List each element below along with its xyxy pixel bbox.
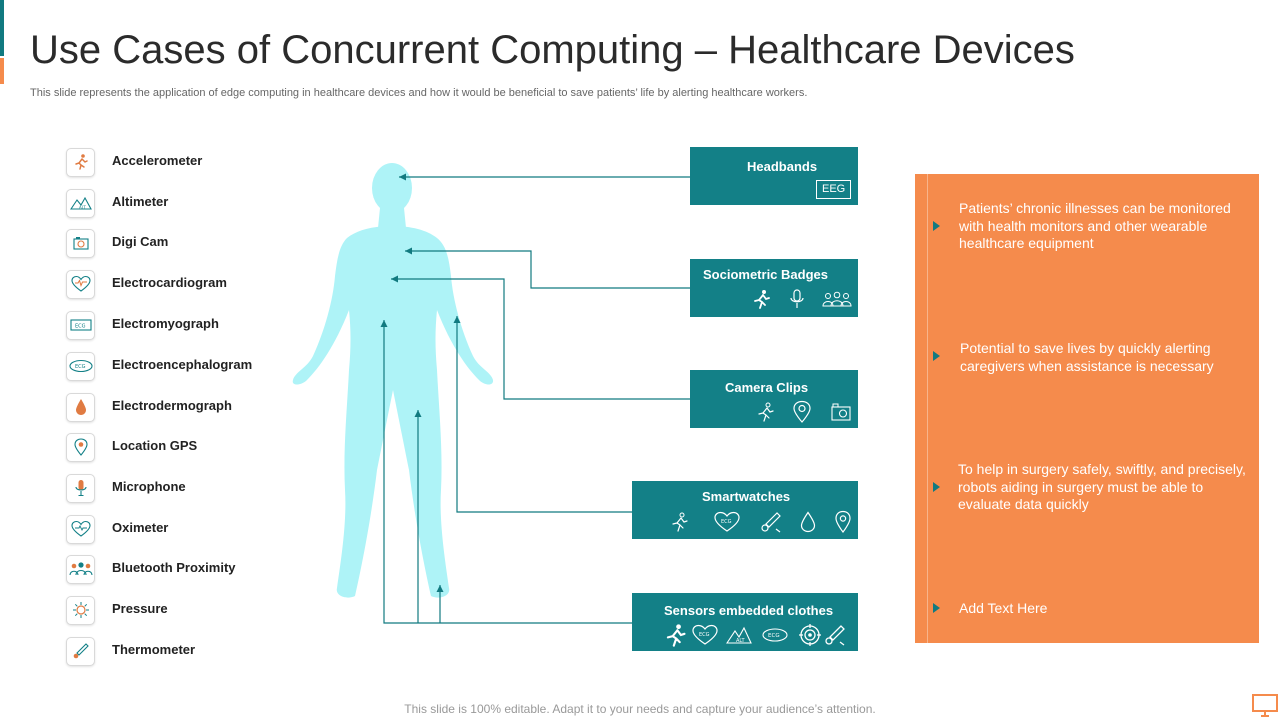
timeline-line <box>927 174 928 643</box>
bullet-arrow-icon <box>933 351 940 361</box>
location-pin-icon <box>834 510 852 534</box>
info-text: To help in surgery safely, swiftly, and … <box>958 461 1248 514</box>
device-sociometric-badges: Sociometric Badges <box>690 259 858 317</box>
heart-ecg-icon: ECG <box>714 511 740 533</box>
device-smartwatches: Smartwatches ECG <box>632 481 858 539</box>
info-text: Patients’ chronic illnesses can be monit… <box>959 200 1249 253</box>
location-pin-icon <box>792 400 812 424</box>
running-person-icon <box>750 288 772 310</box>
running-person-icon <box>668 511 690 533</box>
connector-clothes-1 <box>384 320 632 623</box>
drop-icon <box>800 511 816 533</box>
camera-icon <box>830 402 852 422</box>
bullet-arrow-icon <box>933 221 940 231</box>
thermometer-icon <box>760 511 782 533</box>
device-camera-clips: Camera Clips <box>690 370 858 428</box>
eeg-tag: EEG <box>816 180 851 199</box>
ecg-oval-icon-text: ECG <box>768 633 780 639</box>
running-person-icon <box>754 401 776 423</box>
altimeter-icon-text: ALT <box>736 638 746 644</box>
running-person-icon <box>662 622 688 648</box>
heart-ecg-icon-text: ECG <box>699 632 710 638</box>
device-title: Smartwatches <box>702 489 790 504</box>
footer-note: This slide is 100% editable. Adapt it to… <box>0 702 1280 716</box>
heart-ecg-icon: ECG <box>692 624 718 646</box>
connector-badges <box>405 251 690 288</box>
device-title: Headbands <box>747 159 817 174</box>
altimeter-icon: ALT <box>726 625 752 645</box>
connector-camera <box>391 279 690 399</box>
info-text: Add Text Here <box>959 600 1249 618</box>
connector-watches <box>457 316 632 512</box>
monitor-icon <box>1252 694 1278 718</box>
bullet-arrow-icon <box>933 603 940 613</box>
device-title: Sociometric Badges <box>703 267 828 282</box>
device-headbands: Headbands EEG <box>690 147 858 205</box>
device-title: Sensors embedded clothes <box>664 603 833 618</box>
device-sensors-embedded-clothes: Sensors embedded clothes ECG ALT ECG <box>632 593 858 651</box>
heart-ecg-icon-text: ECG <box>721 519 732 525</box>
microphone-icon <box>786 288 808 310</box>
people-group-icon <box>822 289 852 309</box>
thermometer-icon <box>824 624 846 646</box>
info-panel: Patients’ chronic illnesses can be monit… <box>915 174 1259 643</box>
bullet-arrow-icon <box>933 482 940 492</box>
target-icon <box>798 623 822 647</box>
device-title: Camera Clips <box>725 380 808 395</box>
ecg-oval-icon: ECG <box>762 627 788 643</box>
info-text: Potential to save lives by quickly alert… <box>960 340 1250 375</box>
